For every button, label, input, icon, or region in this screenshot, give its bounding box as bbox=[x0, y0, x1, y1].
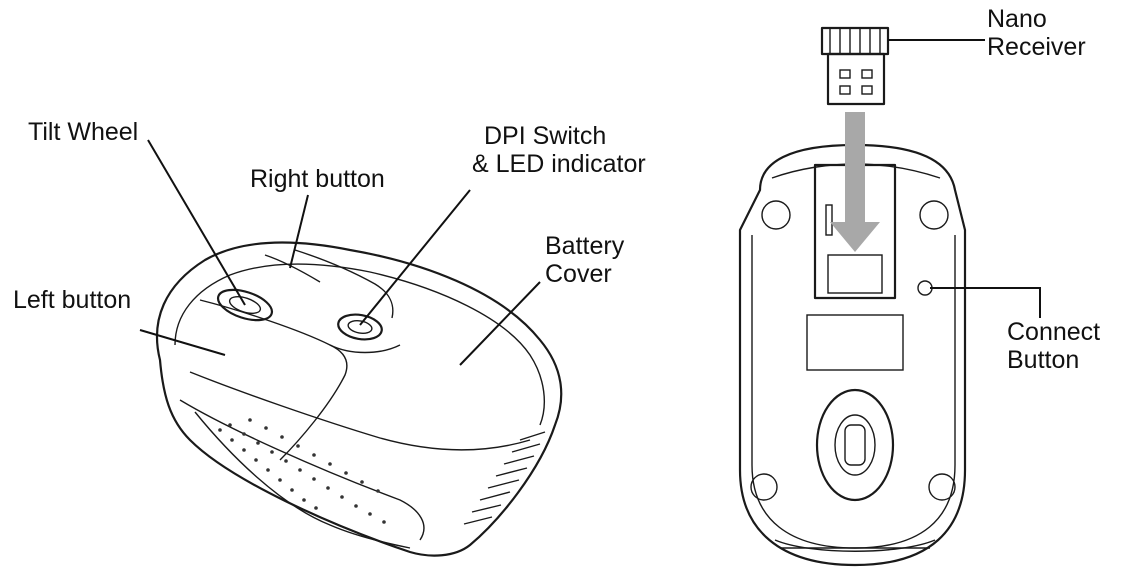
connect-button-line1: Connect bbox=[1007, 318, 1101, 346]
right-button-label: Right button bbox=[250, 165, 385, 193]
mouse-top-view-icon bbox=[155, 241, 563, 557]
nano-receiver-line1: Nano bbox=[987, 5, 1047, 33]
battery-cover-label: Battery Cover bbox=[545, 232, 624, 288]
battery-cover-leader bbox=[459, 281, 541, 366]
tilt-wheel-label: Tilt Wheel bbox=[28, 118, 139, 146]
dpi-switch-label: DPI Switch & LED indicator bbox=[472, 122, 646, 178]
battery-cover-line1: Battery bbox=[545, 232, 625, 260]
usb-nano-receiver-icon bbox=[820, 26, 890, 106]
left-button-leader bbox=[139, 329, 226, 356]
dpi-switch-line1: DPI Switch bbox=[484, 122, 607, 150]
left-button-label: Left button bbox=[13, 286, 132, 314]
connect-button-line2: Button bbox=[1007, 346, 1080, 374]
right-button-leader bbox=[289, 194, 309, 269]
dpi-switch-line2: & LED indicator bbox=[472, 150, 646, 178]
insert-down-arrow-icon bbox=[830, 112, 880, 252]
connect-button-label: Connect Button bbox=[1007, 318, 1100, 374]
mouse-bottom-view-icon bbox=[738, 143, 967, 567]
connect-button-leader bbox=[930, 287, 1041, 318]
battery-cover-line2: Cover bbox=[545, 260, 612, 288]
dpi-switch-leader bbox=[359, 189, 471, 326]
nano-receiver-line2: Receiver bbox=[987, 33, 1086, 61]
tilt-wheel-leader bbox=[147, 139, 246, 306]
nano-receiver-label: Nano Receiver bbox=[987, 5, 1086, 61]
